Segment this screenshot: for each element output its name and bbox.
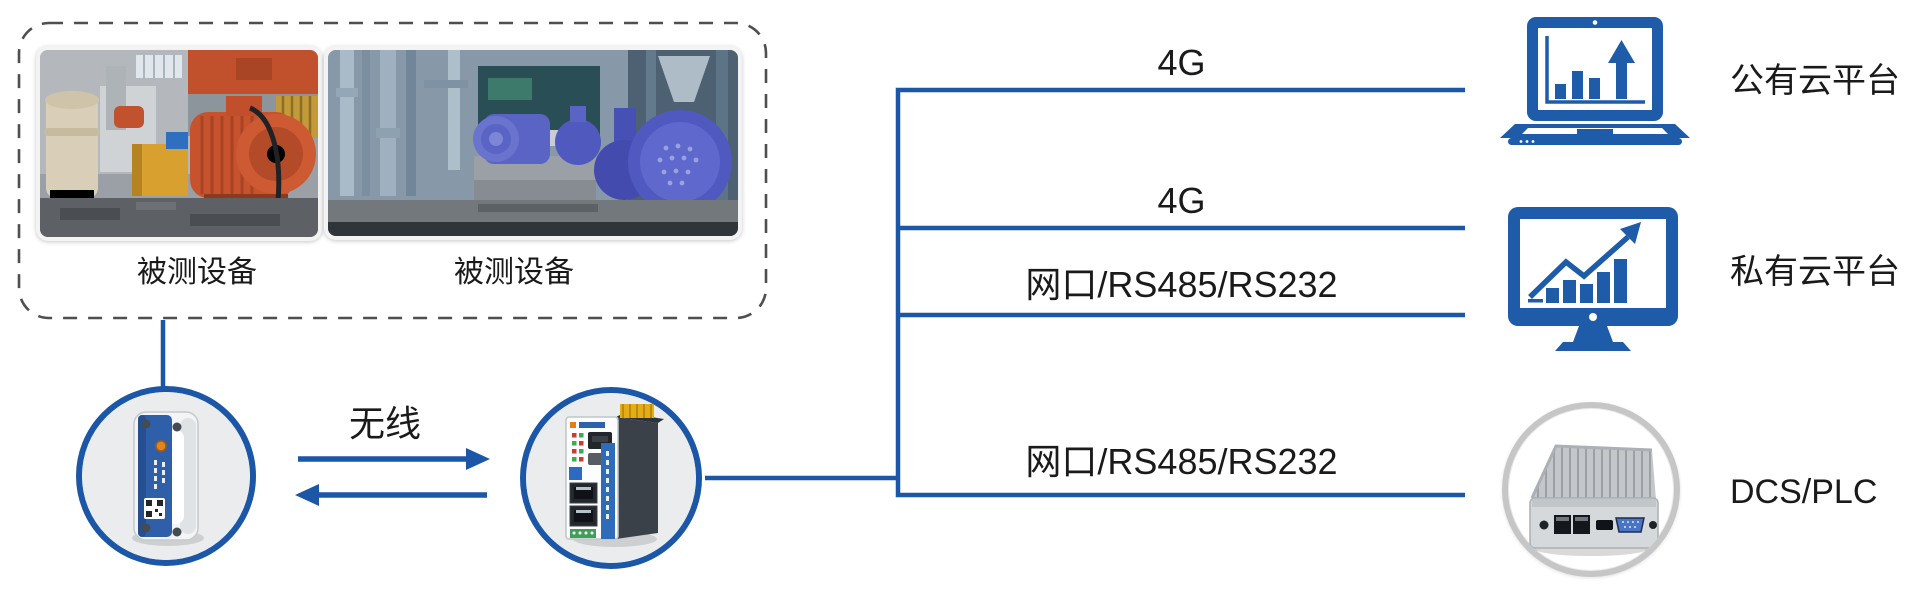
tested-device-photo-2 — [324, 46, 742, 240]
endpoint-label-public-cloud: 公有云平台 — [1730, 62, 1900, 100]
connection-label-4g-public: 4G — [1157, 42, 1206, 83]
gateway-circle — [520, 387, 702, 569]
blue-pumps-photo — [328, 50, 738, 236]
wireless-right-arrow — [298, 448, 490, 470]
trunk-line — [895, 87, 1465, 498]
tested-devices-dashed-box — [17, 21, 768, 320]
data-gateway-photo — [526, 393, 696, 563]
connection-label-serial-dcs: 网口/RS485/RS232 — [1025, 441, 1338, 482]
tested-device-label-1: 被测设备 — [137, 256, 257, 289]
orange-motor-pump-photo — [40, 50, 318, 237]
monitor-chart-icon — [1508, 207, 1678, 358]
laptop-chart-icon — [1500, 17, 1690, 152]
wireless-link-label: 无线 — [348, 403, 421, 444]
wireless-left-arrow — [295, 484, 487, 506]
wireless-vibration-sensor-photo — [82, 392, 250, 560]
tested-device-photo-1 — [36, 46, 322, 241]
connection-label-serial-private: 网口/RS485/RS232 — [1025, 264, 1338, 305]
connection-label-4g-private: 4G — [1157, 180, 1206, 221]
wireless-sensor-circle — [76, 386, 256, 566]
endpoint-label-private-cloud: 私有云平台 — [1730, 253, 1900, 291]
industrial-pc-photo — [1529, 444, 1659, 556]
tested-device-label-2: 被测设备 — [454, 256, 574, 289]
endpoint-label-dcs-plc: DCS/PLC — [1730, 473, 1878, 511]
dcs-plc-circle — [1502, 402, 1680, 577]
